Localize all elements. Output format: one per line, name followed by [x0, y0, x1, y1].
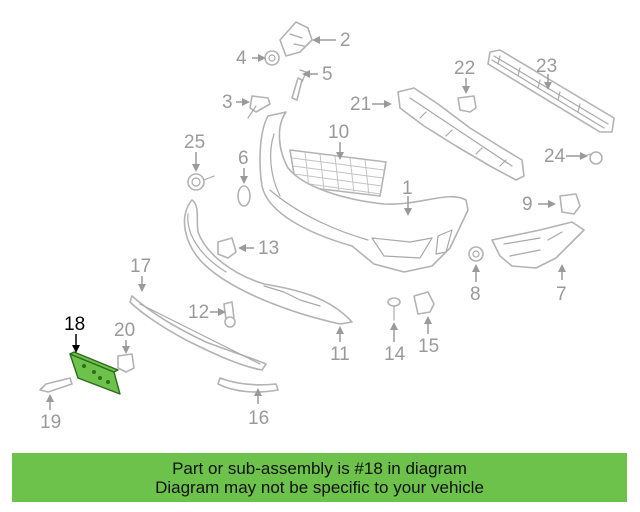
callout-22: 22	[454, 58, 475, 79]
callout-14: 14	[384, 344, 406, 365]
part-4-clip	[264, 50, 280, 66]
callout-20: 20	[114, 320, 135, 341]
part-24-bolt	[579, 151, 603, 165]
part-14-pushpin	[387, 297, 401, 321]
callout-16: 16	[248, 408, 269, 429]
highlight-info-banner: Part or sub-assembly is #18 in diagram D…	[12, 453, 627, 502]
callout-19: 19	[40, 412, 61, 433]
callout-3: 3	[222, 92, 233, 113]
part-25-grommet	[187, 173, 215, 191]
callout-5: 5	[322, 64, 333, 85]
part-17-lower-strip	[129, 295, 267, 371]
part-23-beam	[487, 49, 615, 133]
part-20-clip	[117, 353, 135, 373]
callout-labels: 1 2 3 4 5 6 7 8 9 10 11 12 13 14 15 16 1…	[40, 30, 567, 433]
part-9-clip	[559, 193, 581, 215]
callout-21: 21	[350, 94, 371, 115]
part-21-reinforcement	[397, 87, 525, 181]
callout-23: 23	[536, 56, 557, 77]
part-13-clip	[217, 237, 237, 259]
parts-exploded-diagram: 1 2 3 4 5 6 7 8 9 10 11 12 13 14 15 16 1…	[39, 21, 615, 433]
callout-7: 7	[556, 284, 567, 305]
callout-2: 2	[340, 30, 351, 51]
callout-12: 12	[188, 302, 209, 323]
part-18-license-bracket-highlighted[interactable]	[69, 351, 121, 395]
callout-9: 9	[522, 194, 533, 215]
part-12-bolt	[223, 301, 236, 328]
callout-1: 1	[402, 178, 413, 199]
callout-25: 25	[184, 132, 205, 153]
callout-10: 10	[328, 122, 349, 143]
leader-lines	[46, 36, 588, 410]
part-7-side-trim	[491, 221, 585, 269]
part-16-trim-strip	[217, 377, 279, 393]
callout-11: 11	[330, 344, 350, 365]
part-22-clip	[457, 95, 477, 113]
part-8-bolt	[468, 246, 484, 262]
callout-8: 8	[470, 284, 481, 305]
part-10-grille	[289, 149, 387, 197]
banner-line-part-number: Part or sub-assembly is #18 in diagram	[172, 458, 467, 478]
callout-17: 17	[130, 256, 151, 277]
callout-4: 4	[236, 48, 247, 69]
part-6-ring	[237, 185, 251, 207]
callout-15: 15	[418, 336, 439, 357]
part-1-bumper-cover	[259, 111, 469, 273]
callout-6: 6	[238, 148, 249, 169]
callout-24: 24	[544, 146, 566, 167]
part-11-lower-valance	[183, 199, 353, 325]
callout-18-highlighted[interactable]: 18	[64, 314, 85, 335]
callout-13: 13	[258, 238, 279, 259]
part-3-screw	[247, 95, 271, 119]
banner-line-disclaimer: Diagram may not be specific to your vehi…	[155, 477, 484, 497]
part-19-pin	[39, 377, 73, 393]
part-2-bracket	[279, 21, 313, 57]
part-15-clip	[413, 291, 435, 315]
